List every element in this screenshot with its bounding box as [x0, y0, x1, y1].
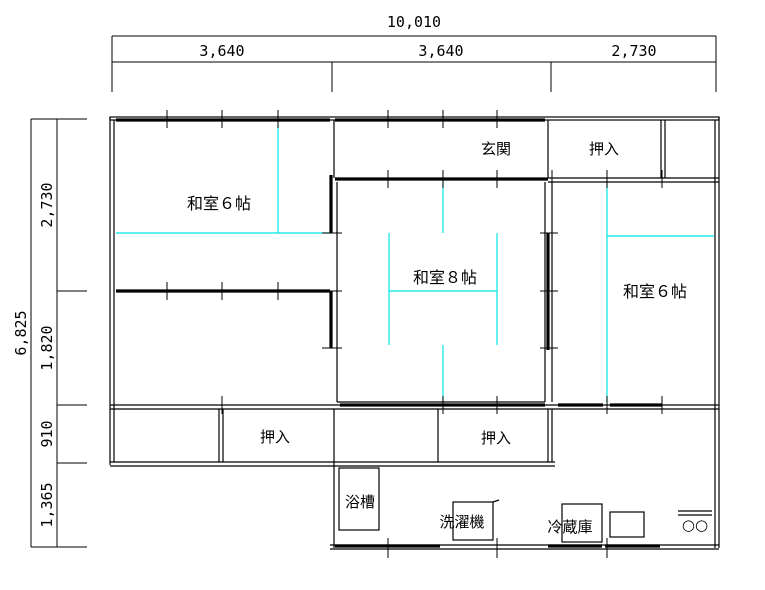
- thin-walls: [109, 116, 720, 550]
- dim-left-seg-4: 1,365: [38, 482, 56, 527]
- thick-walls: [116, 118, 662, 548]
- top-dimensions: [111, 35, 717, 92]
- dim-left-total: 6,825: [12, 310, 30, 355]
- room-label-washitsu-6-right: 和室６帖: [623, 282, 687, 301]
- fixture-label-fridge: 冷蔵庫: [547, 518, 592, 536]
- room-label-genkan: 玄関: [481, 140, 511, 158]
- room-label-oshiire-bottom-mid: 押入: [481, 429, 511, 447]
- fixture-label-washer: 洗濯機: [439, 513, 484, 531]
- dim-top-total: 10,010: [387, 13, 441, 31]
- dim-left-seg-3: 910: [38, 420, 56, 447]
- room-label-washitsu-8: 和室８帖: [413, 268, 477, 287]
- tatami-lines: [116, 125, 714, 402]
- fixture-label-bath: 浴槽: [345, 493, 375, 511]
- dim-top-seg-1: 3,640: [199, 42, 244, 60]
- column-ticks: [166, 110, 663, 558]
- left-dimensions: [30, 118, 87, 548]
- dim-top-seg-2: 3,640: [418, 42, 463, 60]
- dim-top-seg-3: 2,730: [611, 42, 656, 60]
- dim-left-seg-2: 1,820: [38, 325, 56, 370]
- fixture-label-stove: ○○: [682, 516, 708, 534]
- dim-left-seg-1: 2,730: [38, 182, 56, 227]
- room-label-oshiire-top: 押入: [589, 140, 619, 158]
- room-label-oshiire-bottom-left: 押入: [260, 428, 290, 446]
- room-label-washitsu-6-left: 和室６帖: [187, 194, 251, 213]
